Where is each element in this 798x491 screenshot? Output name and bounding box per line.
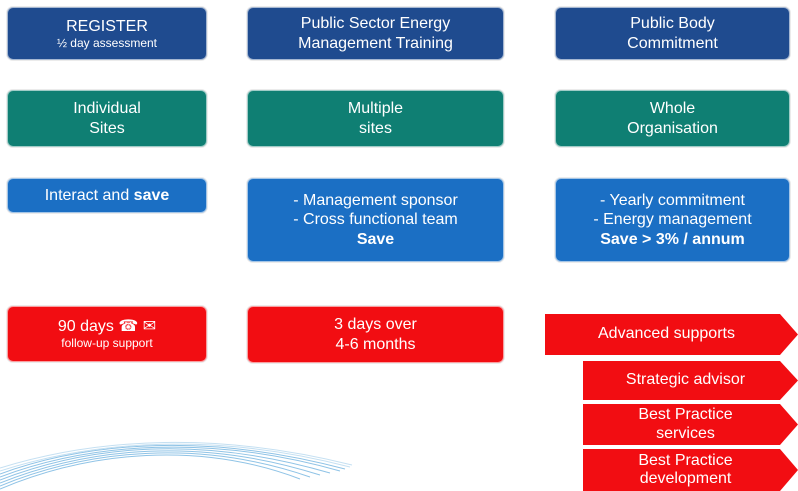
- whole-organisation-line2: Organisation: [627, 119, 718, 137]
- follow-up-support-box: 90 days ☎ ✉ follow-up support: [7, 306, 207, 362]
- yearly-commitment-box: - Yearly commitment - Energy management …: [555, 178, 790, 262]
- register-title: REGISTER: [66, 17, 148, 35]
- management-sponsor-line2: - Cross functional team: [293, 211, 458, 229]
- whole-organisation-box: Whole Organisation: [555, 90, 790, 147]
- register-subtitle: ½ day assessment: [56, 35, 158, 50]
- yearly-commitment-line1: - Yearly commitment: [600, 192, 745, 210]
- best-practice-development-arrow: Best Practice development: [583, 449, 798, 491]
- training-box: Public Sector Energy Management Training: [247, 7, 504, 60]
- decorative-swoosh: [0, 441, 353, 490]
- interact-save-box: Interact and save: [7, 178, 207, 213]
- training-duration-line2: 4-6 months: [335, 335, 416, 353]
- training-line2: Management Training: [298, 34, 453, 52]
- best-practice-development-line2: development: [639, 470, 732, 487]
- advanced-supports-arrow: Advanced supports: [545, 314, 798, 355]
- yearly-commitment-line2: - Energy management: [593, 211, 752, 229]
- follow-up-support-line1: 90 days ☎ ✉: [57, 318, 157, 336]
- individual-sites-box: Individual Sites: [7, 90, 207, 147]
- commitment-line1: Public Body: [630, 15, 715, 33]
- training-line1: Public Sector Energy: [300, 15, 451, 33]
- best-practice-development-line1: Best Practice: [638, 451, 733, 469]
- multiple-sites-line1: Multiple: [347, 100, 404, 118]
- training-duration-box: 3 days over 4-6 months: [247, 306, 504, 363]
- management-sponsor-box: - Management sponsor - Cross functional …: [247, 178, 504, 262]
- commitment-line2: Commitment: [627, 34, 718, 52]
- training-duration-line1: 3 days over: [334, 316, 417, 334]
- follow-up-support-line2: follow-up support: [61, 336, 153, 351]
- multiple-sites-box: Multiple sites: [247, 90, 504, 147]
- yearly-commitment-line3: Save > 3% / annum: [600, 230, 745, 248]
- advanced-supports-label: Advanced supports: [598, 325, 735, 343]
- best-practice-services-arrow: Best Practice services: [583, 404, 798, 445]
- management-sponsor-line3: Save: [356, 230, 395, 248]
- commitment-box: Public Body Commitment: [555, 7, 790, 60]
- individual-sites-line2: Sites: [89, 119, 125, 137]
- register-box: REGISTER ½ day assessment: [7, 7, 207, 60]
- strategic-advisor-label: Strategic advisor: [625, 371, 746, 389]
- whole-organisation-line1: Whole: [649, 100, 696, 118]
- management-sponsor-line1: - Management sponsor: [293, 192, 458, 210]
- individual-sites-line1: Individual: [73, 100, 141, 118]
- best-practice-services-line1: Best Practice: [638, 406, 733, 424]
- interact-save-text: Interact and save: [44, 186, 170, 204]
- best-practice-services-line2: services: [656, 424, 715, 442]
- multiple-sites-line2: sites: [359, 119, 392, 137]
- strategic-advisor-arrow: Strategic advisor: [583, 361, 798, 400]
